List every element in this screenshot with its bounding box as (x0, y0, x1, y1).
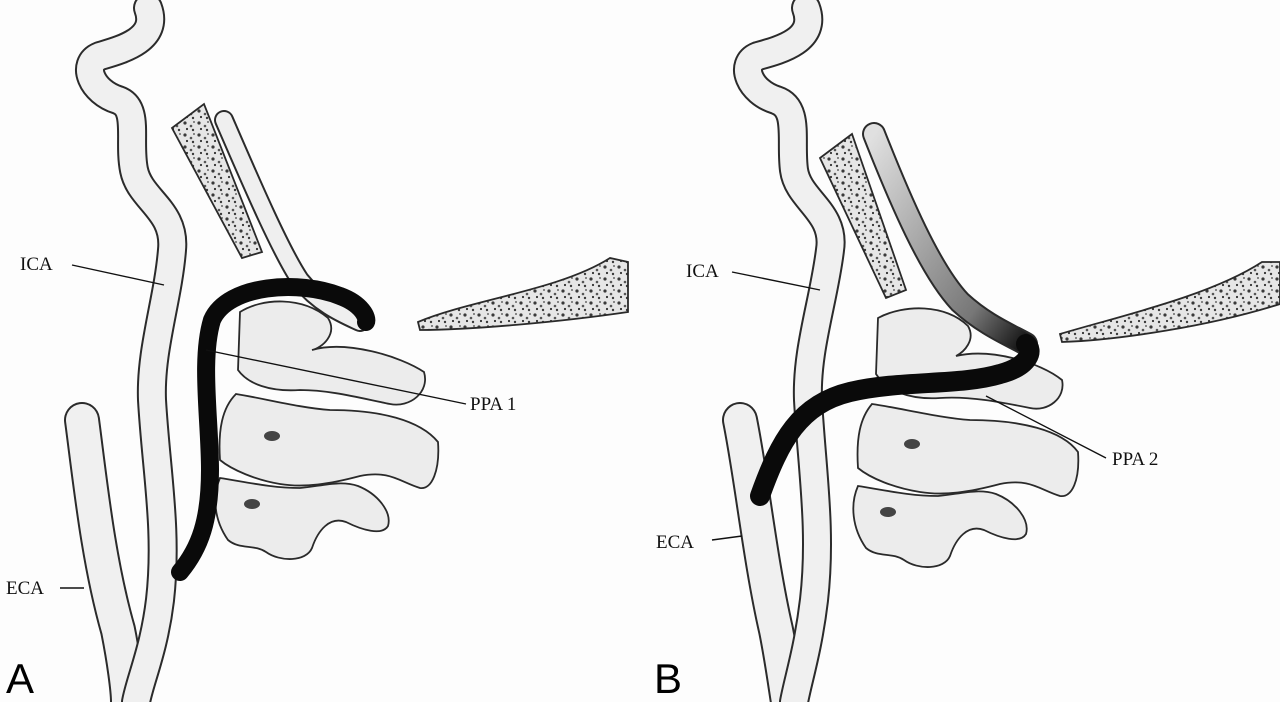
ica-vessel-a (75, 0, 188, 702)
label-ppa2: PPA 2 (1112, 449, 1158, 470)
panel-letter-b: B (654, 655, 682, 702)
label-eca-a: ECA (6, 578, 44, 599)
panel-a: ICA ECA PPA 1 A (6, 0, 629, 702)
label-ica-b: ICA (686, 261, 719, 282)
ica-vessel-b (733, 0, 846, 702)
leader-ppa1 (205, 349, 467, 405)
foramen-a1 (264, 431, 280, 441)
ppa2-artery (750, 334, 1040, 506)
leader-ppa2 (985, 395, 1107, 459)
foramen-b1 (904, 439, 920, 449)
leader-ica-a (71, 264, 165, 286)
leader-ica-b (731, 271, 821, 291)
cervical-vertebrae-b (852, 307, 1080, 568)
panel-b: ICA ECA PPA 2 B (654, 0, 1280, 702)
skull-base-bone-b (818, 132, 908, 300)
foramen-b2 (880, 507, 896, 517)
foramen-a2 (244, 499, 260, 509)
cervical-vertebrae-a (214, 300, 440, 560)
occipital-bone-a (416, 257, 629, 331)
canal-tube-a (214, 110, 370, 332)
label-ppa1: PPA 1 (470, 394, 516, 415)
label-ica-a: ICA (20, 254, 53, 275)
leader-eca-b (711, 535, 743, 541)
ppa1-artery (171, 278, 376, 581)
label-eca-b: ECA (656, 532, 694, 553)
skull-base-bone-a (170, 102, 264, 260)
occipital-bone-b (1058, 261, 1280, 343)
canal-tube-b (862, 122, 1038, 356)
eca-vessel-a (64, 402, 146, 702)
panel-letter-a: A (6, 655, 34, 702)
